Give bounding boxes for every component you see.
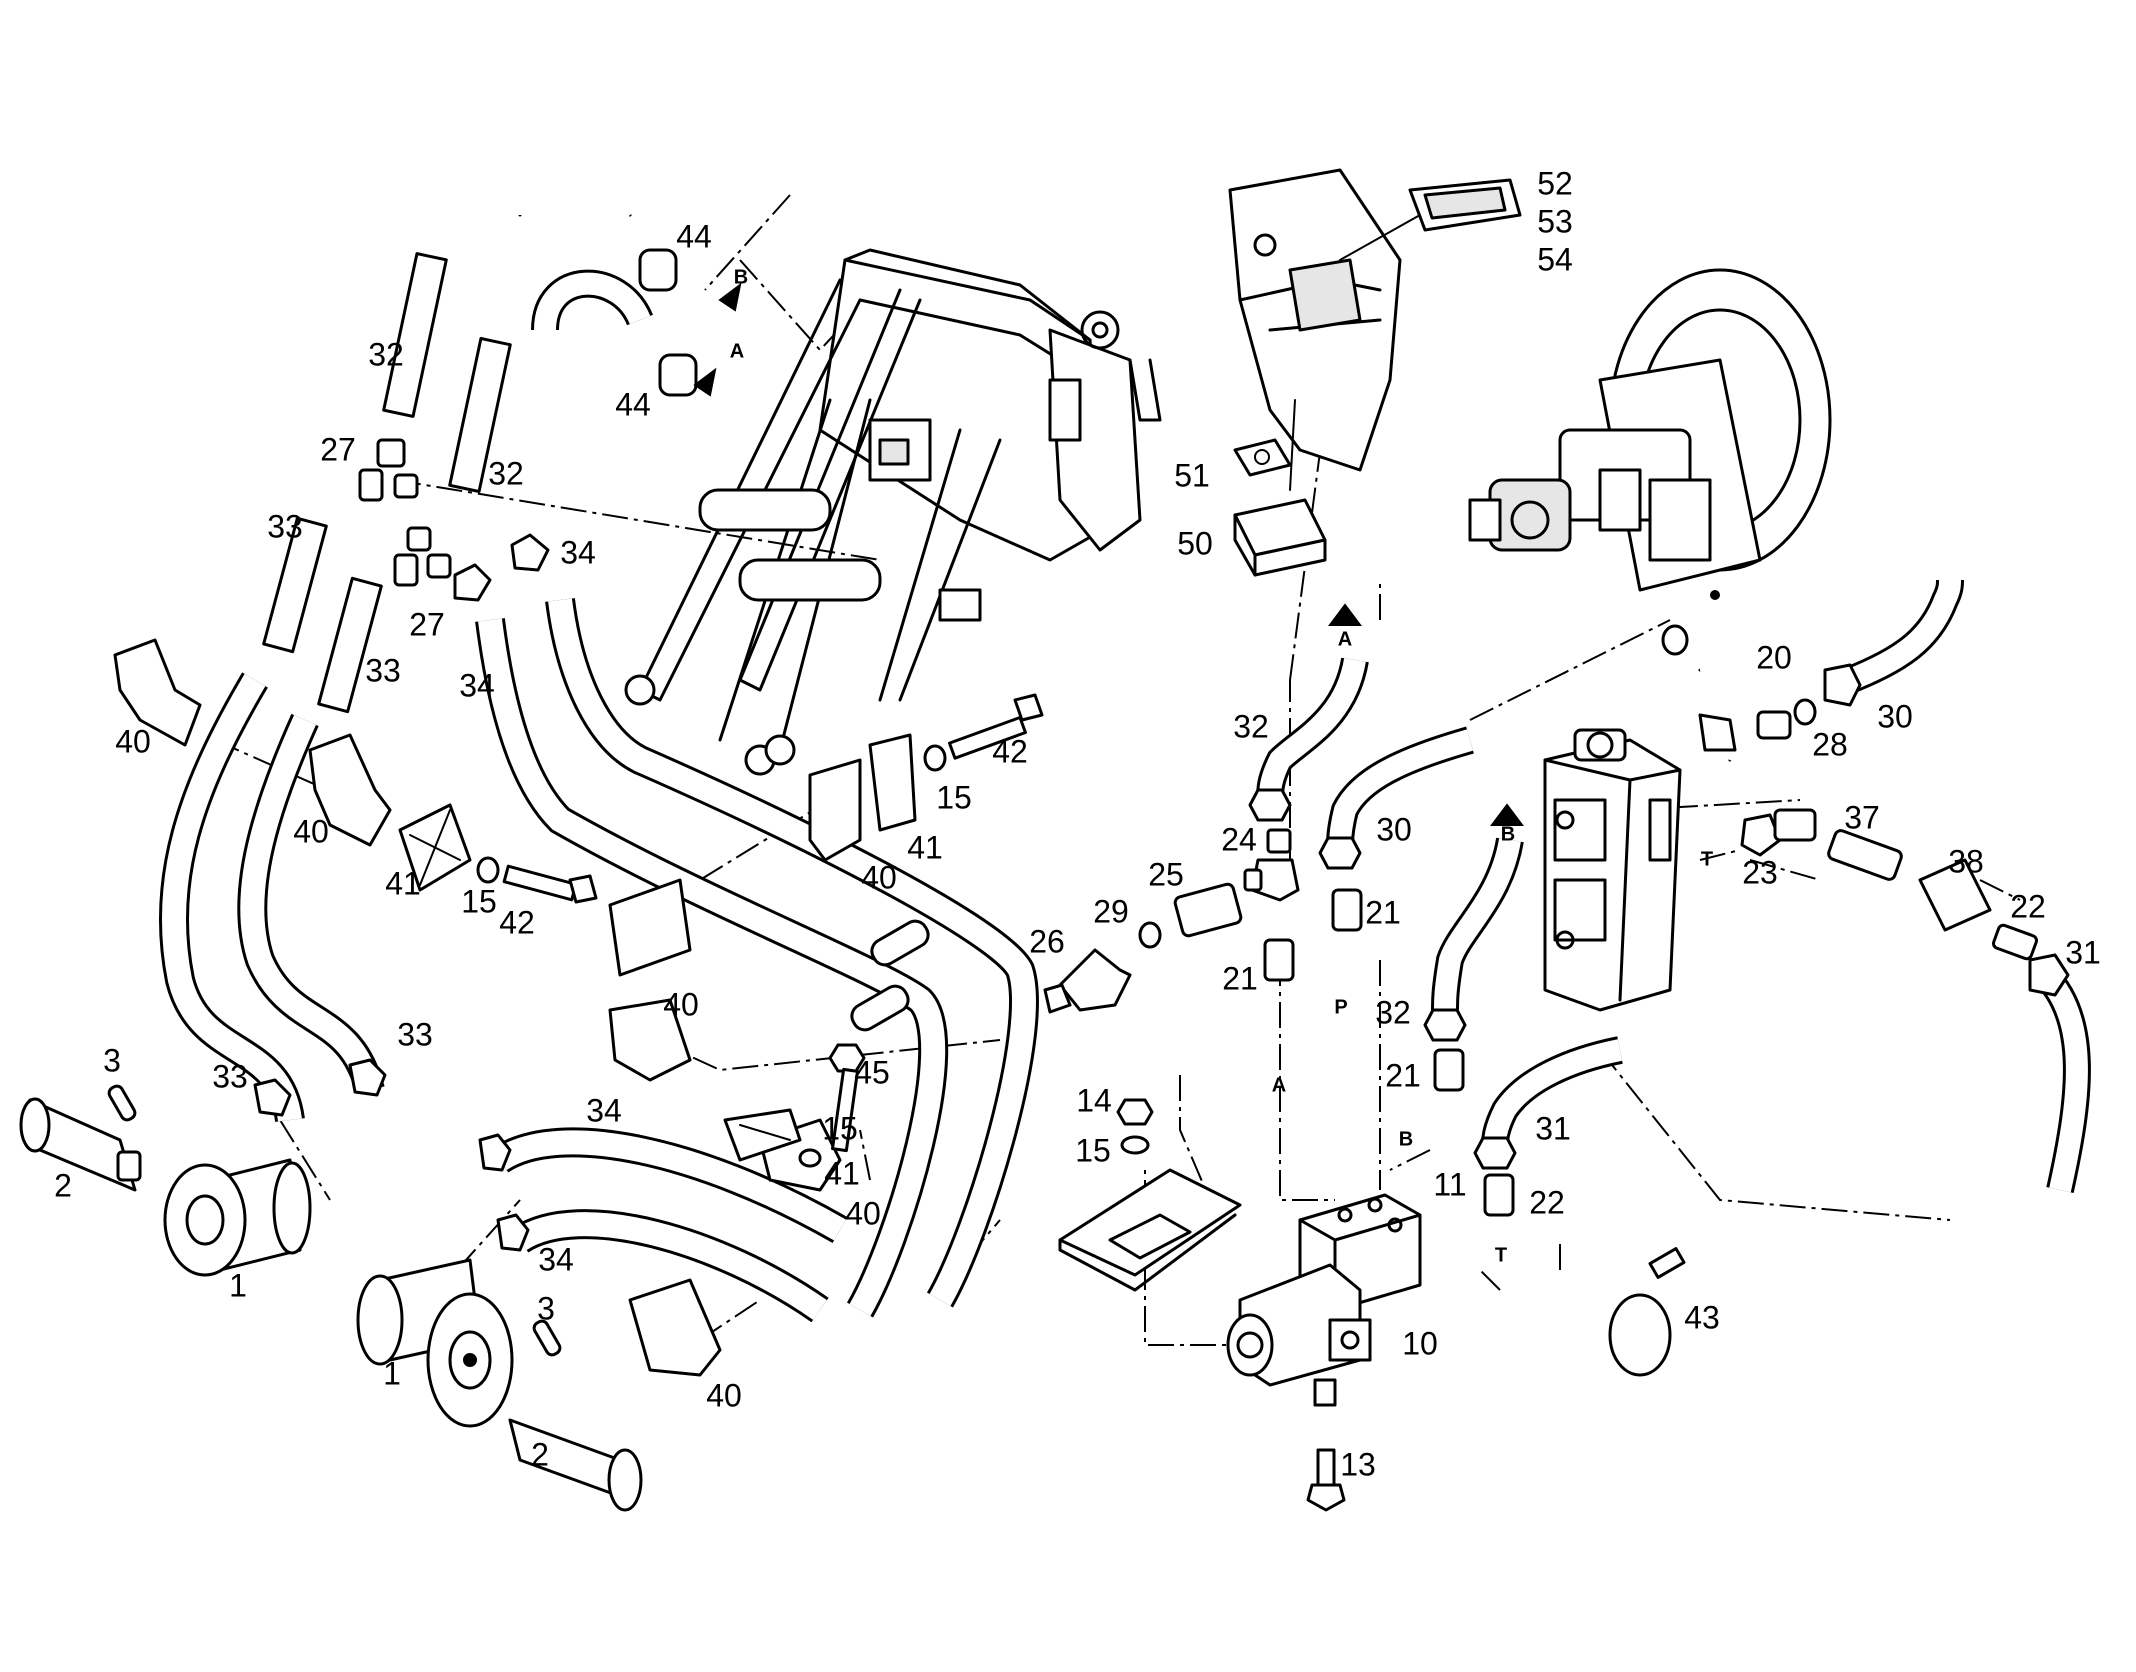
port-label-b-mid: B	[1501, 823, 1515, 845]
callout-32-b: 32	[488, 455, 524, 491]
callout-27-a: 27	[320, 431, 356, 467]
callout-numbers: 1 1 2 2 3 3 10 11 13 14 15 15 15 15 20 2…	[54, 165, 2101, 1482]
callout-27-b: 27	[409, 606, 445, 642]
callout-32-a: 32	[368, 336, 404, 372]
callout-30-a: 30	[1376, 811, 1412, 847]
line-label-b: B	[1399, 1128, 1413, 1150]
line-label-t-valve: T	[1701, 848, 1713, 870]
callout-24: 24	[1221, 821, 1257, 857]
port-label-a-top: A	[730, 340, 744, 362]
centre-hoses	[1043, 579, 2091, 1377]
callout-15-c: 15	[822, 1110, 858, 1146]
callout-32-c: 32	[1233, 708, 1269, 744]
callout-40-d: 40	[663, 986, 699, 1022]
callout-2-upper: 2	[54, 1167, 72, 1203]
callout-30-b: 30	[1877, 698, 1913, 734]
callout-44-a: 44	[676, 218, 712, 254]
loader-frame	[624, 248, 1162, 776]
callout-51: 51	[1174, 457, 1210, 493]
port-label-a-mid: A	[1338, 628, 1352, 650]
callout-40-c: 40	[861, 859, 897, 895]
callout-41-c: 41	[824, 1155, 860, 1191]
callout-53: 53	[1537, 203, 1573, 239]
flow-arrows	[693, 282, 1524, 826]
callout-38: 38	[1948, 843, 1984, 879]
callout-22-b: 22	[1529, 1184, 1565, 1220]
callout-33-a: 33	[267, 508, 303, 544]
callout-37: 37	[1844, 799, 1880, 835]
callout-29: 29	[1093, 893, 1129, 929]
solenoid-valve	[1058, 1098, 1422, 1512]
callout-34-d: 34	[538, 1241, 574, 1277]
line-label-p: P	[1334, 996, 1347, 1018]
callout-23: 23	[1742, 854, 1778, 890]
callout-1-upper: 1	[229, 1267, 247, 1303]
callout-42-b: 42	[499, 904, 535, 940]
callout-44-b: 44	[615, 386, 651, 422]
callout-41-a: 41	[385, 865, 421, 901]
callout-52: 52	[1537, 165, 1573, 201]
clamps	[113, 638, 1044, 1377]
callout-21-c: 21	[1385, 1057, 1421, 1093]
callout-20: 20	[1756, 639, 1792, 675]
callout-34-c: 34	[586, 1092, 622, 1128]
callout-31-b: 31	[1535, 1110, 1571, 1146]
line-label-a: A	[1272, 1074, 1286, 1096]
callout-15-a: 15	[461, 883, 497, 919]
callout-50: 50	[1177, 525, 1213, 561]
callout-40-e: 40	[845, 1195, 881, 1231]
callout-25: 25	[1148, 856, 1184, 892]
callout-15-d: 15	[1075, 1132, 1111, 1168]
callout-40-f: 40	[706, 1377, 742, 1413]
callout-21-b: 21	[1222, 960, 1258, 996]
callout-22-a: 22	[2010, 888, 2046, 924]
callout-1-lower: 1	[383, 1355, 401, 1391]
callout-14: 14	[1076, 1082, 1112, 1118]
callout-42-a: 42	[992, 733, 1028, 769]
callout-26: 26	[1029, 923, 1065, 959]
callout-13: 13	[1340, 1446, 1376, 1482]
callout-34-b: 34	[459, 667, 495, 703]
port-label-b-top: B	[734, 266, 748, 288]
line-label-t-bottom: T	[1495, 1244, 1507, 1266]
callout-11: 11	[1433, 1166, 1466, 1202]
callout-45: 45	[854, 1054, 890, 1090]
callout-33-c: 33	[397, 1016, 433, 1052]
callout-33-d: 33	[212, 1058, 248, 1094]
callout-3-lower: 3	[537, 1290, 555, 1326]
cab-panel	[1228, 168, 1522, 577]
callout-10: 10	[1402, 1325, 1438, 1361]
callout-40-a: 40	[115, 723, 151, 759]
callout-54: 54	[1537, 241, 1573, 277]
callout-3-upper: 3	[103, 1042, 121, 1078]
callout-33-b: 33	[365, 652, 401, 688]
callout-40-b: 40	[293, 813, 329, 849]
callout-43: 43	[1684, 1299, 1720, 1335]
callout-21-a: 21	[1365, 894, 1401, 930]
control-valve	[1543, 728, 1682, 1012]
hoses-left	[158, 174, 1039, 1323]
callout-2-lower: 2	[531, 1436, 549, 1472]
callout-31-a: 31	[2065, 934, 2101, 970]
callout-34-a: 34	[560, 534, 596, 570]
fittings-left	[253, 438, 550, 1252]
transmission-pump	[1468, 268, 1832, 600]
callout-32-d: 32	[1375, 994, 1411, 1030]
port-letters: B A A B A P B T T	[730, 266, 1713, 1266]
callout-41-b: 41	[907, 829, 943, 865]
callout-15-b: 15	[936, 779, 972, 815]
cylinders	[19, 1084, 643, 1512]
callout-28: 28	[1812, 726, 1848, 762]
